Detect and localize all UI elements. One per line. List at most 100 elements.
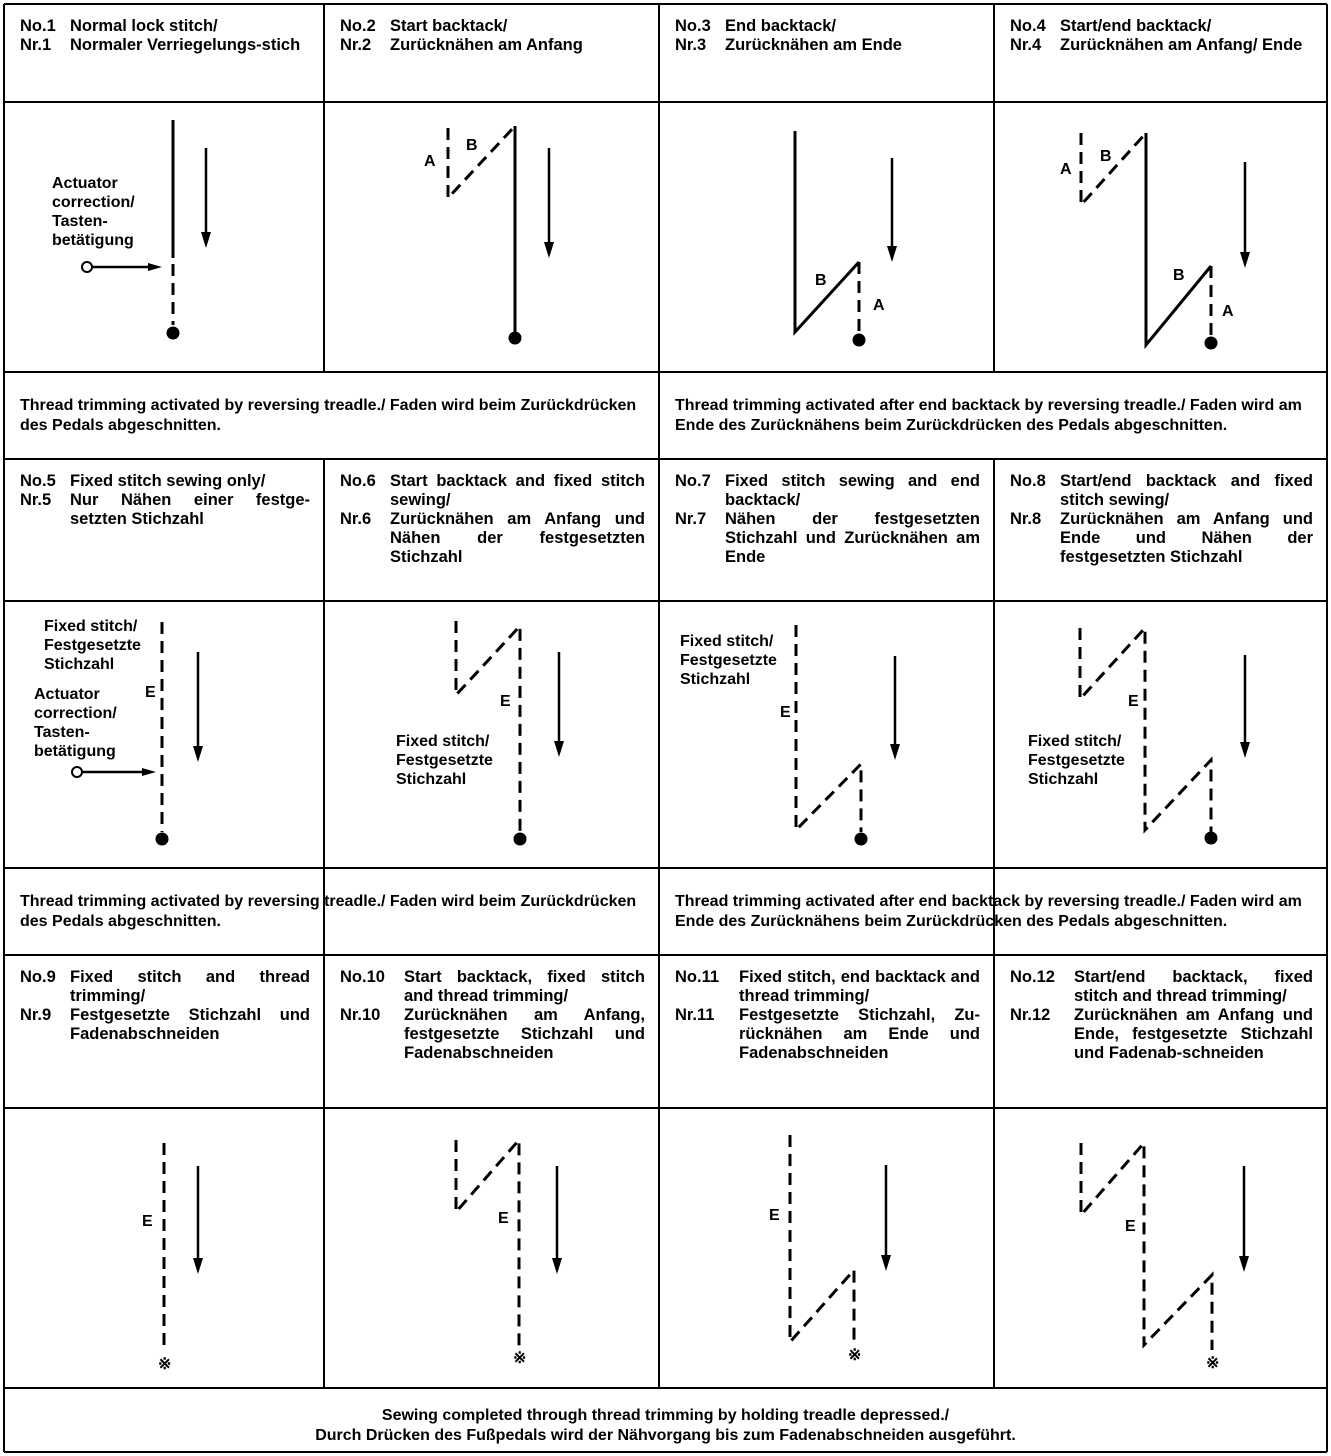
- trim-mark: ※: [1206, 1355, 1220, 1372]
- mode-title-de: Nr.10 Zurücknähen am Anfang, festgesetzte…: [340, 1006, 645, 1063]
- note-trim-after-end: Thread trimming activated after end back…: [659, 868, 1327, 955]
- mode-number: Nr.10: [340, 1006, 381, 1024]
- label-a: A: [1222, 303, 1234, 320]
- mode-number: No.7: [675, 472, 711, 490]
- mode-number: No.5: [20, 472, 56, 490]
- mode-number: Nr.5: [20, 491, 52, 509]
- mode-number: No.4: [1010, 17, 1046, 35]
- backtack-dashed: [446, 124, 517, 202]
- label-e: E: [142, 1213, 153, 1230]
- mode-number: No.10: [340, 968, 385, 986]
- mode-title-text: Fixed stitch sewing only/: [70, 472, 266, 490]
- mode-title-de: Nr.5 Nur Nähen einer festge-setzten Stich…: [20, 491, 310, 529]
- mode-title-text: Zurücknähen am Anfang, festgesetzte Stic…: [404, 1006, 645, 1062]
- arrowhead-icon: [193, 746, 203, 762]
- note-text: Thread trimming activated after end back…: [675, 892, 1302, 930]
- trim-mark: ※: [513, 1350, 527, 1367]
- stitch-line-dashed: [454, 1136, 521, 1350]
- mode-title-en: No.4 Start/end backtack/: [1010, 17, 1313, 36]
- arrowhead-icon: [890, 744, 900, 760]
- mode-title-text: Festgesetzte Stichzahl und Fadenabschnei…: [70, 1006, 310, 1043]
- footer-line: Sewing completed through thread trimming…: [381, 1407, 950, 1424]
- arrowhead-icon: [1240, 742, 1250, 758]
- arrowhead-icon: [142, 768, 156, 776]
- label-e: E: [769, 1207, 780, 1224]
- fixed-stitch-label: Fixed stitch/ Festgesetzte Stichzahl: [396, 733, 493, 788]
- label-e: E: [780, 704, 791, 721]
- mode-number: Nr.2: [340, 36, 372, 54]
- arrowhead-icon: [201, 232, 211, 248]
- mode-number: Nr.11: [675, 1006, 715, 1024]
- mode-header-cell: No.5 Fixed stitch sewing only/Nr.5 Nur Näh…: [4, 459, 324, 601]
- mode-title-text: Start/end backtack, fixed stitch and thr…: [1074, 968, 1313, 1005]
- label-b: B: [1173, 267, 1185, 284]
- mode-number: Nr.1: [20, 36, 52, 54]
- mode-number: Nr.3: [675, 36, 707, 54]
- actuator-label: Actuator correction/ Tasten-betätigung: [34, 686, 117, 760]
- arrowhead-icon: [1240, 252, 1250, 268]
- mode-title-en: No.5 Fixed stitch sewing only/: [20, 472, 310, 491]
- mode-title-de: Nr.4 Zurücknähen am Anfang/ Ende: [1010, 36, 1313, 55]
- mode-number: No.8: [1010, 472, 1046, 490]
- note-trim-reverse: Thread trimming activated by reversing t…: [4, 372, 659, 459]
- mode-title-text: Nähen der festgesetzten Stichzahl und Zu…: [725, 510, 980, 566]
- mode-title-text: Zurücknähen am Anfang und Nähen der fest…: [390, 510, 645, 566]
- stitch-line-dashed: [1079, 1139, 1214, 1350]
- label-b: B: [815, 272, 827, 289]
- stitch-line-dashed: [1078, 624, 1213, 834]
- note-trim-reverse: Thread trimming activated by reversing t…: [4, 868, 659, 955]
- mode-number: No.6: [340, 472, 376, 490]
- label-a: A: [424, 153, 436, 170]
- arrowhead-icon: [544, 242, 554, 258]
- mode-title-text: Start backtack/: [390, 17, 508, 35]
- mode-number: Nr.8: [1010, 510, 1042, 528]
- trim-point-dot: [854, 832, 868, 846]
- mode-title-text: Normal lock stitch/: [70, 17, 218, 35]
- backtack-dashed: [1079, 131, 1148, 209]
- mode-title-text: Nur Nähen einer festge-setzten Stichzahl: [70, 491, 310, 528]
- mode-number: Nr.4: [1010, 36, 1042, 54]
- mode-title-text: Start/end backtack and fixed stitch sewi…: [1060, 472, 1313, 509]
- trim-mark: ※: [158, 1356, 172, 1373]
- mode-title-text: Zurücknähen am Anfang/ Ende: [1060, 36, 1303, 54]
- label-b: B: [1100, 148, 1112, 165]
- arrowhead-icon: [193, 1258, 203, 1274]
- fixed-stitch-label: Fixed stitch/ Festgesetzte Stichzahl: [680, 633, 777, 688]
- footer-note: Sewing completed through thread trimming…: [4, 1388, 1327, 1452]
- mode-title-text: Start/end backtack/: [1060, 17, 1212, 35]
- mode-title-en: No.8 Start/end backtack and fixed stitch …: [1010, 472, 1313, 510]
- mode-title-text: Normaler Verriegelungs-stich: [70, 36, 301, 54]
- trim-point-dot: [155, 832, 169, 846]
- mode-number: Nr.7: [675, 510, 707, 528]
- note-text: Thread trimming activated after end back…: [675, 396, 1302, 434]
- label-e: E: [498, 1210, 509, 1227]
- arrowhead-icon: [1239, 1256, 1249, 1272]
- actuator-point-icon: [71, 766, 83, 778]
- mode-title-text: End backtack/: [725, 17, 836, 35]
- stitch-line-dashed: [454, 621, 522, 832]
- label-e: E: [1128, 693, 1139, 710]
- stitch-line-dashed: [788, 1135, 856, 1346]
- fixed-stitch-label: Fixed stitch/ Festgesetzte Stichzahl: [1028, 733, 1125, 788]
